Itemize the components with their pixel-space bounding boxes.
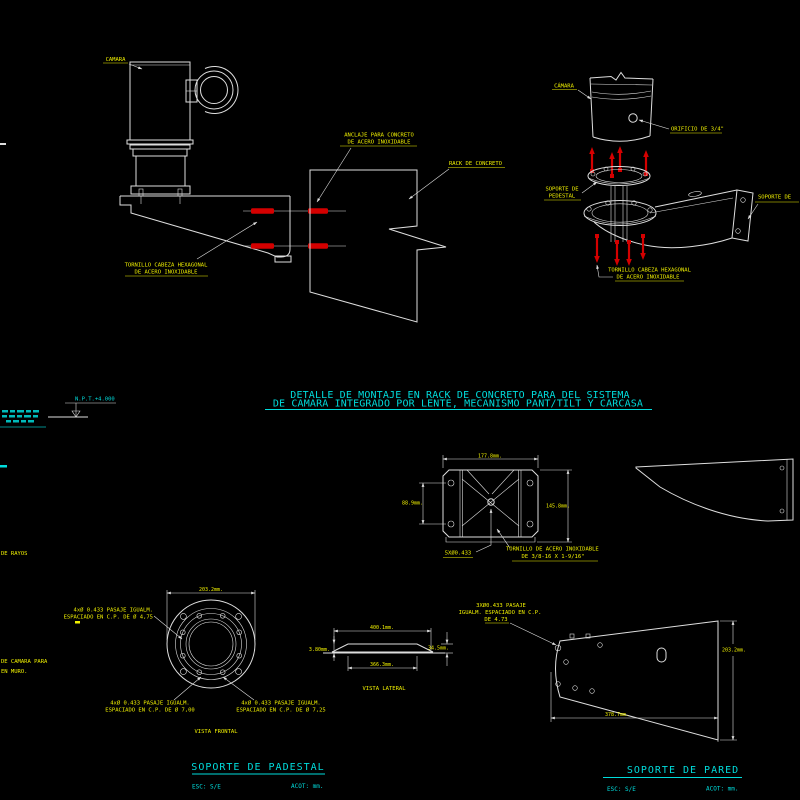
callout-wall-2: IGUALM. ESPACIADO EN C.P. <box>459 610 542 616</box>
concrete-rack-block <box>309 169 447 323</box>
dim-plate-width: 177.8mm. <box>478 454 502 460</box>
label-soporte-pedestal-1: SOPORTE DE <box>545 187 578 193</box>
detail-rack-mount: CAMARA TORNILLO CABEZA HEXAGONAL DE ACER… <box>103 57 505 323</box>
pedestal-flange <box>587 166 651 242</box>
callout-flange-left-2: ESPACIADO EN C.P. DE Ø 4,75 <box>64 614 153 621</box>
callout-plate-screw-1: TORNILLO DE ACERO INOXIDABLE <box>506 547 599 553</box>
dim-lateral-bottom: 366.3mm. <box>370 662 394 668</box>
dim-plate-right: 145.8mm. <box>546 504 570 510</box>
main-title-line2: DE CAMARA INTEGRADO POR LENTE, MECANISMO… <box>273 399 643 410</box>
label-tornillo-exploded-1: TORNILLO CABEZA HEXAGONAL <box>608 268 691 274</box>
exploded-pedestal-mount: CÁMARA ORIFICIO DE 3/4" SOPORTE DE PEDES… <box>544 71 799 282</box>
camera-exploded <box>589 71 654 142</box>
dim-flange-width: 203.2mm. <box>199 587 223 593</box>
main-title: DETALLE DE MONTAJE EN RACK DE CONCRETO P… <box>265 390 652 410</box>
fragment-muro: EN MURO. <box>1 669 28 675</box>
level-marker: N.P.T.+4.000 <box>48 397 116 418</box>
label-tornillo-2: DE ACERO INOXIDABLE <box>135 270 198 276</box>
bracket-side-profile <box>635 458 794 522</box>
title-soporte-padestal: SOPORTE DE PADESTAL <box>191 762 324 773</box>
dim-lateral-left: 3.80mm. <box>309 647 330 653</box>
edge-tick-white <box>0 143 6 145</box>
caption-vista-frontal: VISTA FRONTAL <box>194 729 238 735</box>
edge-tick-yellow <box>75 621 80 624</box>
level-label: N.P.T.+4.000 <box>75 397 115 403</box>
acot-wall: ACOT: mm. <box>706 786 739 793</box>
callout-flange-br-2: ESPACIADO EN C.P. DE Ø 7,25 <box>236 707 325 714</box>
wall-plate-top-view: 177.8mm. 88.9mm. 145.8mm. 5XØ0.433 TORNI… <box>402 454 599 562</box>
left-margin-fragments: DE RAYOS DE CAMARA PARA EN MURO. <box>0 143 80 675</box>
label-orificio: ORIFICIO DE 3/4" <box>671 127 724 133</box>
bolts-down <box>594 234 646 266</box>
callout-plate-screw-2: DE 3/8-16 X 1-9/16" <box>522 554 585 560</box>
dim-plate-left: 88.9mm. <box>402 501 423 507</box>
esc-wall: ESC: S/E <box>607 786 636 793</box>
label-camara-exploded: CÁMARA <box>554 83 575 90</box>
callout-wall-1: 3XØ0.433 PASAJE <box>476 602 526 609</box>
fragment-camara: DE CAMARA PARA <box>1 659 48 665</box>
dim-lateral-right: 34.5mm. <box>428 646 449 652</box>
callout-flange-br-1: 4xØ 0.433 PASAJE IGUALM. <box>241 700 320 707</box>
fragment-rayos: DE RAYOS <box>1 551 28 557</box>
caption-vista-lateral: VISTA LATERAL <box>362 686 406 692</box>
acot-pedestal: ACOT: mm. <box>291 783 324 790</box>
callout-flange-bl-1: 4xØ 0.433 PASAJE IGUALM. <box>110 700 189 707</box>
camera-side-view <box>126 61 239 197</box>
bracket-arm <box>119 195 292 263</box>
label-rack: RACK DE CONCRETO <box>449 161 502 167</box>
label-anclaje-2: DE ACERO INOXIDABLE <box>348 140 411 146</box>
label-tornillo-exploded-2: DE ACERO INOXIDABLE <box>617 275 680 281</box>
section-title-pedestal: SOPORTE DE PADESTAL ESC: S/E ACOT: mm. <box>191 762 325 791</box>
callout-flange-bl-2: ESPACIADO EN C.P. DE Ø 7,00 <box>105 707 194 714</box>
title-soporte-pared: SOPORTE DE PARED <box>627 765 739 776</box>
label-anclaje-1: ANCLAJE PARA CONCRETO <box>344 133 414 139</box>
pedestal-front-view: 203.2mm. 4xØ 0.433 PASAJE IGUALM. ESPACI… <box>64 587 326 735</box>
arm-body <box>583 189 754 249</box>
dim-wall-width: 378.7mm. <box>605 712 629 718</box>
pedestal-lateral-view: 400.1mm. 366.3mm. 3.80mm. 34.5mm. VISTA … <box>309 625 453 692</box>
callout-wall-3: DE 4.73 <box>484 617 507 623</box>
illegible-caption-fragment <box>0 410 46 428</box>
section-title-wall: SOPORTE DE PARED ESC: S/E ACOT: mm. <box>603 765 742 793</box>
label-tornillo-1: TORNILLO CABEZA HEXAGONAL <box>125 263 208 269</box>
anchor-bolts <box>243 208 346 249</box>
callout-plate-holes: 5XØ0.433 <box>445 550 472 557</box>
label-camara: CAMARA <box>106 57 127 63</box>
esc-pedestal: ESC: S/E <box>192 784 221 791</box>
dim-lateral-top: 400.1mm. <box>370 625 394 631</box>
label-soporte-pared: SOPORTE DE <box>758 195 791 201</box>
callout-flange-left-1: 4xØ 0.433 PASAJE IGUALM. <box>74 607 153 614</box>
dim-wall-height: 203.2mm. <box>722 648 746 654</box>
edge-tick-cyan <box>0 465 7 468</box>
label-soporte-pedestal-2: PEDESTAL <box>549 194 576 200</box>
bolts-up <box>589 146 649 178</box>
main-title-line1: DETALLE DE MONTAJE EN RACK DE CONCRETO P… <box>290 390 629 401</box>
wall-bracket-front-view: 3XØ0.433 PASAJE IGUALM. ESPACIADO EN C.P… <box>459 602 746 742</box>
